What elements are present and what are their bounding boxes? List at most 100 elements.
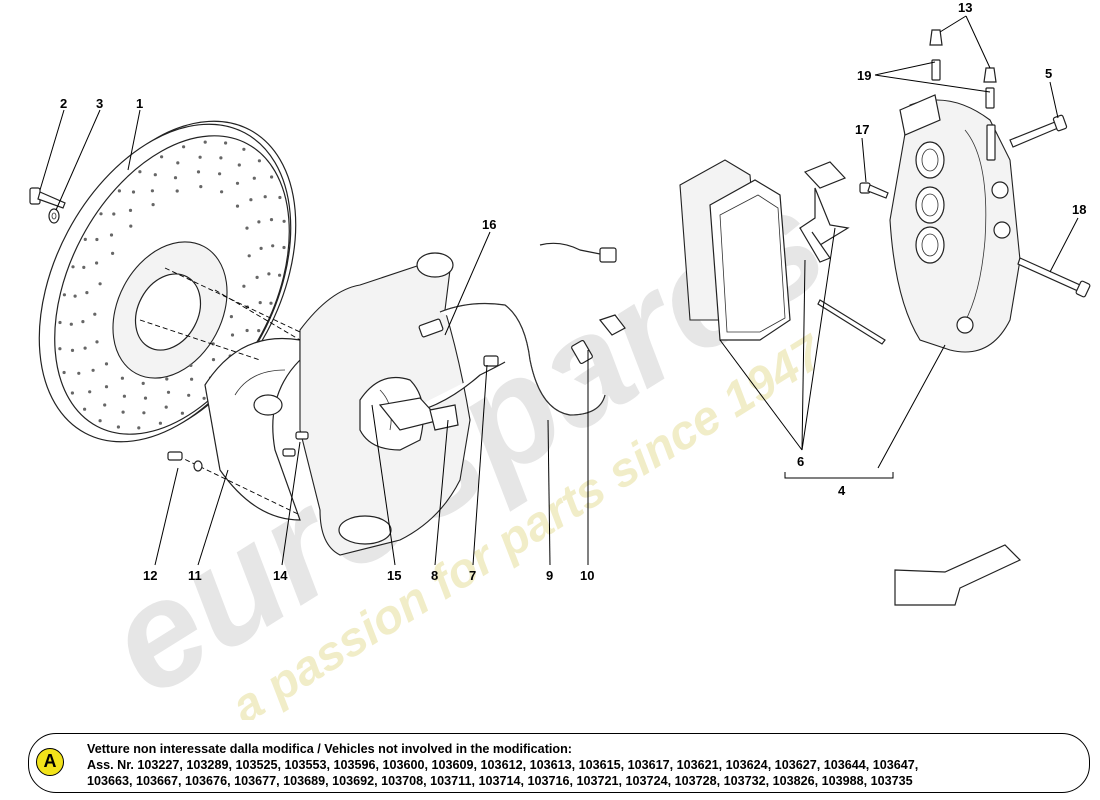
disc-hole — [58, 347, 62, 351]
disc-hole — [255, 275, 259, 279]
disc-hole — [128, 208, 133, 212]
disc-hole — [95, 340, 99, 344]
callout-5: 5 — [1045, 66, 1052, 81]
disc-hole — [137, 426, 141, 430]
brake-disc — [38, 120, 297, 443]
disc-hole — [91, 368, 95, 372]
disc-hole — [202, 396, 206, 400]
disc-hole — [88, 390, 92, 394]
disc-hole — [104, 362, 109, 366]
disc-hole — [180, 411, 184, 415]
disc-hole — [153, 173, 157, 177]
disc-hole — [269, 218, 274, 222]
disc-hole — [252, 176, 256, 180]
disc-hole — [111, 251, 115, 255]
disc-hole — [187, 393, 191, 397]
disc-hole — [85, 291, 89, 295]
disc-hole — [82, 265, 86, 269]
note-badge: A — [36, 748, 64, 776]
callout-14: 14 — [273, 568, 288, 583]
disc-hole — [98, 282, 102, 286]
disc-hole — [269, 301, 273, 305]
disc-hole — [164, 405, 168, 409]
shield-screw — [167, 451, 203, 472]
disc-hole — [258, 301, 262, 305]
disc-hole — [141, 381, 145, 385]
disc-hole — [73, 294, 77, 298]
callout-labels: 2 3 1 13 19 5 17 18 16 6 4 12 11 14 15 8… — [60, 0, 1086, 583]
disc-hole — [247, 254, 251, 258]
pad-spring — [799, 161, 850, 263]
disc-hole — [267, 272, 271, 276]
disc-hole — [120, 376, 124, 380]
disc-hole — [211, 342, 215, 346]
disc-hole — [282, 245, 286, 250]
disc-hole — [62, 293, 66, 297]
disc-hole — [218, 172, 222, 176]
disc-hole — [271, 244, 275, 248]
disc-hole — [98, 419, 102, 423]
disc-hole — [235, 181, 240, 185]
disc-hole — [160, 155, 164, 159]
disc-hole — [224, 141, 228, 145]
callout-3: 3 — [96, 96, 103, 111]
disc-hole — [190, 377, 194, 381]
callout-8: 8 — [431, 568, 438, 583]
brake-pads — [679, 159, 791, 341]
disc-hole — [112, 212, 116, 216]
disc-hole — [237, 163, 241, 167]
disc-hole — [189, 363, 193, 367]
callout-17: 17 — [855, 122, 869, 137]
disc-hole — [229, 315, 233, 319]
disc-hole — [81, 320, 85, 324]
callout-13: 13 — [958, 0, 972, 15]
disc-hole — [211, 358, 216, 362]
note-line-2: 103663, 103667, 103676, 103677, 103689, … — [87, 774, 913, 788]
callout-12: 12 — [143, 568, 157, 583]
caliper-bolt-top — [1009, 114, 1068, 148]
note-text: Vetture non interessate dalla modifica /… — [87, 741, 1087, 789]
disc-hole — [103, 403, 107, 407]
brake-hose — [378, 242, 626, 431]
disc-hole — [116, 425, 120, 429]
disc-hole — [58, 320, 62, 325]
disc-hole — [259, 246, 263, 250]
disc-hole — [104, 385, 109, 389]
disc-hole — [83, 407, 87, 411]
leader-lines — [39, 15, 1079, 566]
disc-hole — [121, 410, 125, 414]
disc-hole — [203, 140, 207, 144]
direction-arrow — [894, 544, 1022, 606]
disc-hole — [257, 220, 261, 224]
disc-hole — [220, 190, 224, 194]
disc-hole — [257, 329, 261, 333]
disc-hole — [263, 195, 267, 199]
disc-hole — [109, 233, 114, 237]
disc-hole — [199, 185, 203, 189]
disc-hole — [196, 170, 201, 174]
note-line-1: Ass. Nr. 103227, 103289, 103525, 103553,… — [87, 758, 919, 772]
note-heading: Vetture non interessate dalla modifica /… — [87, 742, 572, 756]
disc-hole — [175, 189, 179, 193]
disc-hole — [77, 371, 81, 375]
disc-hole — [249, 198, 253, 202]
disc-hole — [62, 370, 66, 375]
callout-16: 16 — [482, 217, 496, 232]
caliper-bolt-long — [1017, 257, 1091, 298]
disc-hole — [242, 147, 246, 151]
bleeder-valves — [929, 29, 997, 161]
bracket-bolt — [282, 431, 309, 457]
disc-hole — [71, 265, 75, 269]
disc-hole — [245, 328, 249, 333]
disc-hole — [257, 159, 261, 163]
disc-bolt — [29, 187, 66, 209]
disc-hole — [95, 261, 99, 265]
disc-hole — [69, 322, 73, 326]
disc-hole — [70, 348, 75, 352]
brake-caliper — [889, 94, 1021, 353]
disc-hole — [93, 312, 97, 316]
disc-hole — [150, 189, 154, 193]
disc-hole — [165, 377, 169, 381]
disc-hole — [142, 411, 146, 415]
disc-hole — [198, 155, 202, 159]
